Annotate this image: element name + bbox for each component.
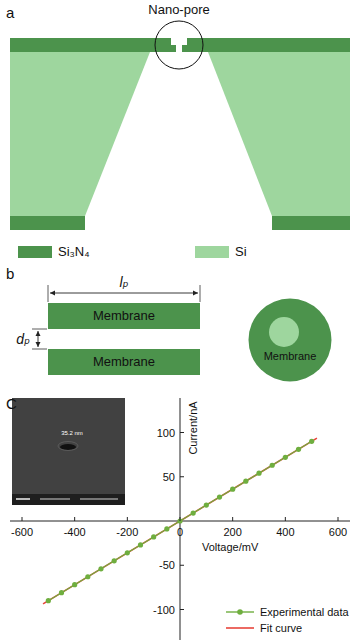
membrane-disc-shape: [248, 298, 332, 382]
nanopore-callout: Nano-pore: [139, 3, 219, 71]
axis-title: Voltage/mV: [202, 541, 258, 554]
sem-info-bar: [12, 494, 125, 505]
tick-label: 200: [223, 526, 241, 539]
extension-line: [32, 349, 47, 350]
silicon-body: [208, 52, 350, 216]
data-point: [230, 487, 235, 492]
data-point: [217, 495, 222, 500]
tick-label: 100: [157, 426, 175, 439]
data-point: [72, 582, 77, 587]
tick-label: 0: [177, 526, 183, 539]
tick-label: -400: [64, 526, 86, 539]
legend-swatch: [18, 246, 52, 258]
tick-label: -200: [116, 526, 138, 539]
scale-text: 35.2 nm: [61, 430, 83, 437]
pore-image: [60, 444, 76, 450]
tick-label: -600: [11, 526, 33, 539]
nitride-membrane: [182, 38, 350, 52]
axis-title: Current/nA: [187, 401, 200, 454]
data-point: [270, 463, 275, 468]
data-point: [125, 550, 130, 555]
panel-letter: C: [6, 395, 17, 412]
callout-circle-outline: [155, 21, 203, 69]
tick-mark: [285, 517, 286, 521]
data-point: [46, 598, 51, 603]
extension-line: [48, 285, 49, 302]
data-point: [112, 558, 117, 563]
legend-label: Si: [235, 245, 247, 260]
tick-mark: [22, 517, 23, 521]
dimension-arrow: [50, 293, 198, 294]
panel-letter: b: [6, 265, 14, 282]
iv-plot: [22, 433, 338, 629]
data-point: [98, 566, 103, 571]
legend-label: Fit curve: [260, 622, 302, 635]
dimension-label: dₚ: [16, 331, 30, 347]
data-point: [309, 439, 314, 444]
data-point: [204, 502, 209, 507]
data-point: [243, 479, 248, 484]
membrane-label: Membrane: [93, 309, 155, 324]
legend-label: Experimental data: [260, 606, 349, 619]
legend-sample-line: [226, 627, 254, 629]
tick-mark: [127, 517, 128, 521]
data-point: [191, 510, 196, 515]
tick-mark: [338, 517, 339, 521]
panel-letter: a: [6, 4, 14, 21]
membrane-label: Membrane: [248, 350, 332, 363]
dimension-label: lₚ: [119, 274, 128, 290]
tick-label: 400: [276, 526, 294, 539]
tick-mark: [74, 517, 75, 521]
membrane-slab: Membrane: [48, 349, 200, 375]
data-line: [48, 441, 311, 600]
data-point: [151, 534, 156, 539]
data-point: [283, 455, 288, 460]
tick-mark: [180, 517, 181, 521]
sem-texture: [12, 398, 125, 494]
sem-info-mark: [80, 498, 118, 500]
data-point: [85, 574, 90, 579]
tick-label: 50: [163, 470, 175, 483]
nitride-membrane: [10, 38, 176, 52]
membrane-disc: Membrane: [248, 298, 332, 382]
data-point: [138, 542, 143, 547]
sem-scale-bar: [16, 498, 30, 500]
callout-label: Nano-pore: [139, 3, 219, 18]
tick-label: 600: [329, 526, 347, 539]
data-point: [296, 447, 301, 452]
silicon-body: [10, 52, 150, 216]
membrane-disc-outer: [249, 299, 332, 382]
data-point: [256, 471, 261, 476]
extension-line: [200, 285, 201, 302]
pore-rim: [58, 442, 78, 451]
tick-mark: [180, 476, 184, 477]
y-axis: [180, 398, 181, 640]
sem-image: [12, 398, 125, 505]
tick-mark: [180, 565, 184, 566]
sem-info-mark: [40, 498, 70, 500]
legend-label: Si₃N₄: [58, 245, 90, 260]
data-point: [164, 526, 169, 531]
legend-sample-dot: [237, 609, 243, 615]
tick-mark: [232, 517, 233, 521]
nitride-layer: [272, 216, 350, 230]
tick-label: -100: [153, 603, 175, 616]
tick-mark: [180, 609, 184, 610]
nitride-layer: [10, 216, 85, 230]
fit-line: [43, 438, 317, 604]
membrane-slab: Membrane: [48, 303, 200, 329]
tick-label: -50: [159, 559, 175, 572]
pore-opening: [269, 317, 299, 347]
data-point: [59, 590, 64, 595]
tick-mark: [180, 432, 184, 433]
legend-swatch: [195, 246, 229, 258]
dimension-arrow: [38, 331, 39, 347]
extension-line: [32, 329, 47, 330]
membrane-label: Membrane: [93, 355, 155, 370]
